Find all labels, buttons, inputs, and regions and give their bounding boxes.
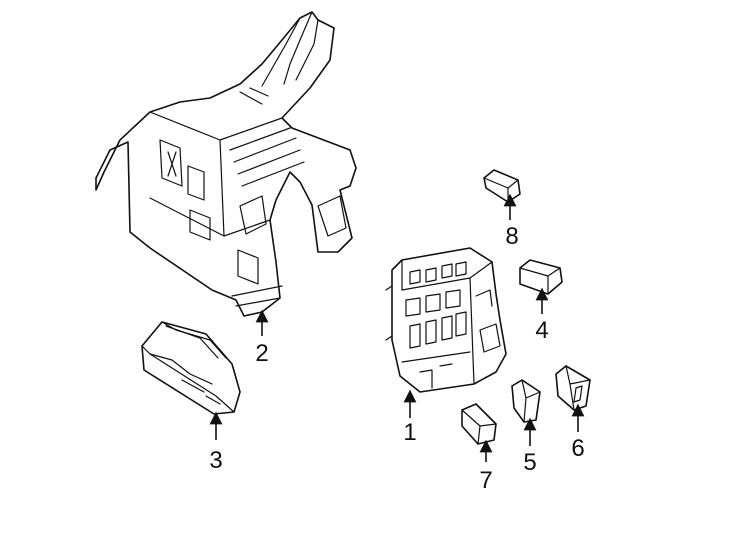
callout-4: 4 [535, 317, 548, 344]
part-3-connector-cover[interactable] [141, 321, 241, 415]
part-6-fuse-holder[interactable] [555, 365, 591, 411]
part-1-fuse-box[interactable] [385, 247, 507, 393]
part-8-fuse[interactable] [483, 169, 521, 203]
callout-1: 1 [403, 419, 416, 446]
callout-7: 7 [479, 467, 492, 494]
part-4-relay[interactable] [519, 259, 563, 295]
callout-3: 3 [209, 447, 222, 474]
part-5-fuse[interactable] [511, 379, 541, 423]
callout-5: 5 [523, 449, 536, 476]
part-7-relay[interactable] [461, 403, 497, 445]
callout-2: 2 [255, 340, 268, 367]
callout-8: 8 [505, 223, 518, 250]
callout-6: 6 [571, 435, 584, 462]
part-2-mounting-bracket[interactable] [95, 11, 357, 317]
